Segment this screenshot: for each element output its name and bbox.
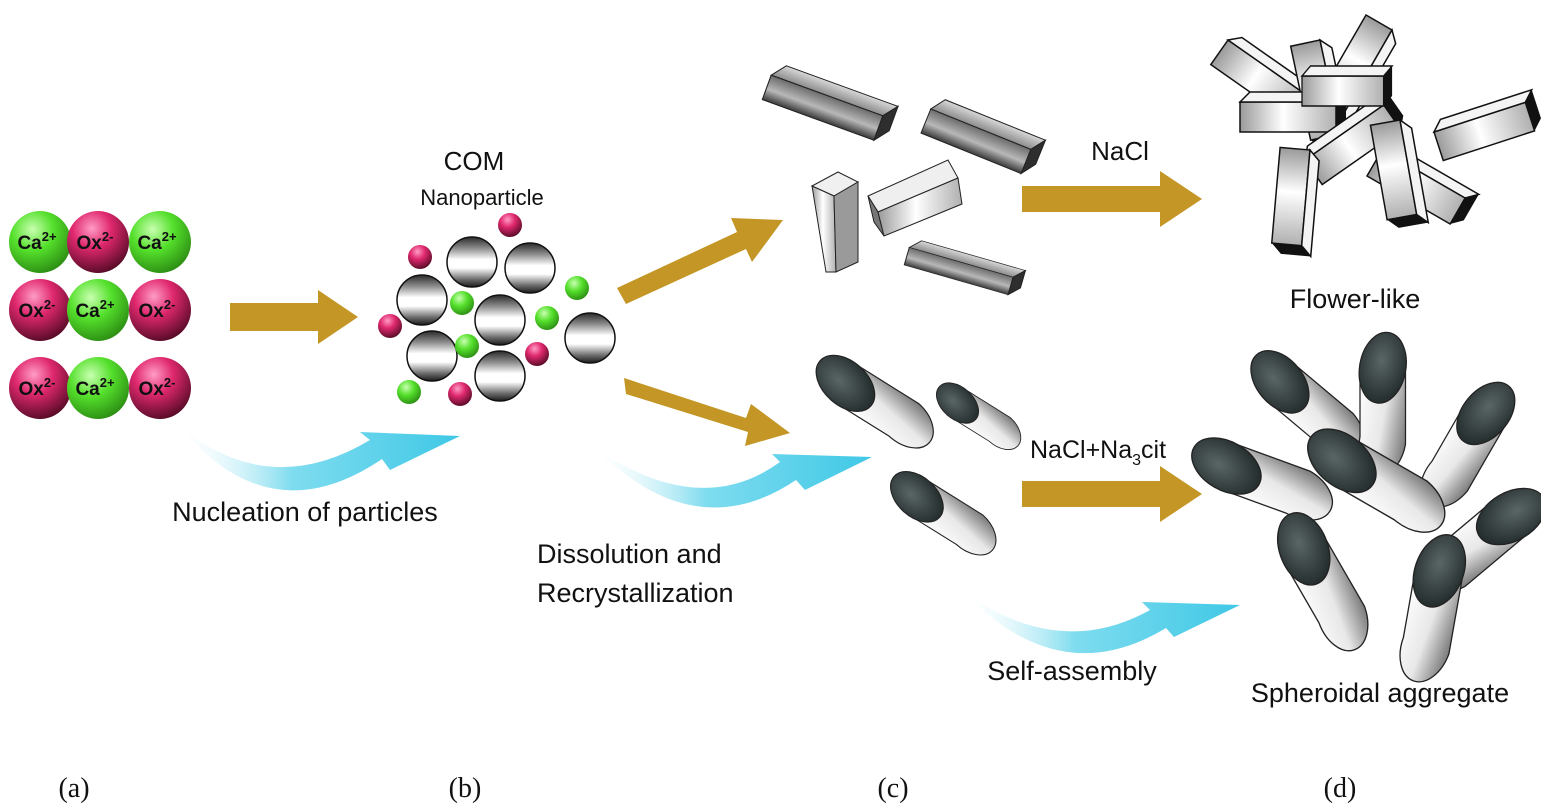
flow-arrow-nucleation — [180, 427, 460, 491]
arrow-nacl — [1022, 171, 1202, 227]
disk — [928, 368, 1029, 465]
nacl-label: NaCl — [1091, 136, 1149, 166]
nano-sphere — [446, 236, 498, 288]
flower-aggregate — [1210, 14, 1541, 258]
panel-label-c: (c) — [877, 773, 908, 804]
ion-grid: Ca2+ Ox2- Ca2+ Ox2- Ca2+ Ox2- Ox2- Ca2+ Ox2- — [9, 211, 191, 419]
ion-label: Ox2- — [77, 229, 114, 254]
prism-crystals — [761, 61, 1046, 298]
ca-small — [397, 380, 421, 404]
arrow-b-to-disks — [624, 378, 790, 446]
ion-label: Ox2- — [19, 375, 56, 400]
nano-sphere — [474, 294, 526, 346]
ox-small — [448, 382, 472, 406]
nano-sphere — [406, 330, 458, 382]
ca-small — [535, 306, 559, 330]
oxalate-ion: Ox2- — [9, 279, 71, 341]
nanoparticle-cluster — [378, 213, 616, 406]
panel-label-a: (a) — [58, 773, 89, 804]
nanoparticle-label: Nanoparticle — [420, 185, 544, 210]
ca-small — [450, 291, 474, 315]
nano-sphere — [504, 242, 556, 294]
com-label: COM — [444, 146, 505, 176]
ion-label: Ca2+ — [137, 229, 177, 254]
spheroidal-label: Spheroidal aggregate — [1251, 678, 1509, 708]
nano-sphere — [474, 350, 526, 402]
flow-arrow-self-assembly — [965, 593, 1240, 654]
oxalate-ion: Ox2- — [129, 357, 191, 419]
spheroidal-aggregate — [1181, 327, 1541, 690]
disk-crystals — [804, 334, 1029, 574]
flower-label: Flower-like — [1290, 284, 1421, 314]
prism — [903, 237, 1026, 298]
ion-label: Ox2- — [139, 297, 176, 322]
disk — [880, 453, 1007, 574]
ion-label: Ca2+ — [17, 229, 57, 254]
prism — [810, 171, 860, 273]
ion-label: Ca2+ — [75, 375, 115, 400]
dissolution-label-line1: Dissolution and — [537, 539, 722, 569]
dissolution-label-line2: Recrystallization — [537, 578, 734, 608]
ion-label: Ox2- — [139, 375, 176, 400]
flow-arrow-dissolution — [595, 448, 872, 508]
ca-small — [455, 334, 479, 358]
nano-sphere — [564, 312, 616, 364]
ion-label: Ox2- — [19, 297, 56, 322]
oxalate-ion: Ox2- — [67, 211, 129, 273]
oxalate-ion: Ox2- — [129, 279, 191, 341]
calcium-ion: Ca2+ — [9, 211, 71, 273]
ox-small — [498, 213, 522, 237]
ox-small — [525, 342, 549, 366]
ox-small — [408, 245, 432, 269]
ion-label: Ca2+ — [75, 297, 115, 322]
calcium-ion: Ca2+ — [129, 211, 191, 273]
prism — [761, 61, 899, 145]
ca-small — [565, 276, 589, 300]
nacl-cit-label: NaCl+Na3cit — [1030, 436, 1166, 469]
arrow-a-to-b — [230, 290, 358, 344]
calcium-ion: Ca2+ — [67, 279, 129, 341]
prism — [867, 159, 963, 237]
self-assembly-label: Self-assembly — [987, 656, 1157, 686]
ox-small — [378, 314, 402, 338]
oxalate-ion: Ox2- — [9, 357, 71, 419]
panel-label-d: (d) — [1324, 773, 1357, 804]
panel-label-b: (b) — [449, 773, 482, 804]
calcium-ion: Ca2+ — [67, 357, 129, 419]
arrow-nacl-cit — [1022, 466, 1202, 522]
nano-sphere — [396, 274, 448, 326]
arrow-b-to-prisms — [617, 218, 783, 304]
nucleation-label: Nucleation of particles — [172, 497, 438, 527]
disk — [804, 334, 945, 469]
